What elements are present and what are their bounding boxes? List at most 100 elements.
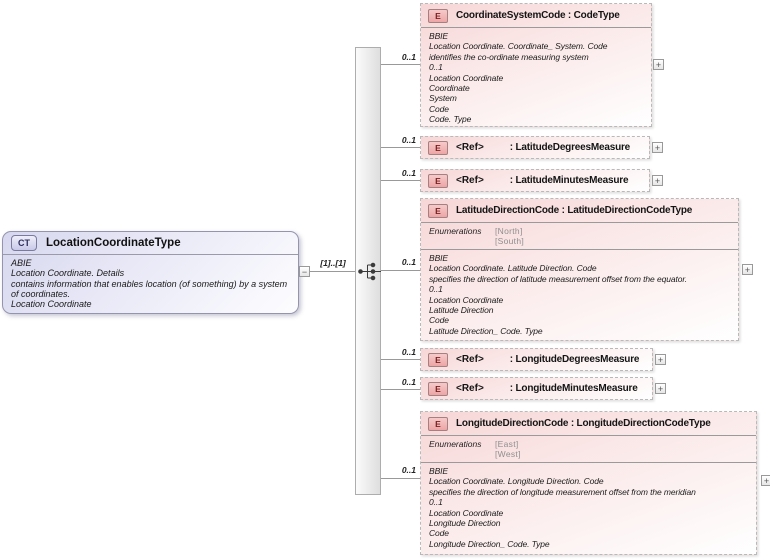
element-title: LongitudeDirectionCode : LongitudeDirect… xyxy=(456,418,711,429)
description-line: contains information that enables locati… xyxy=(11,278,288,299)
enumeration-value: [West] xyxy=(495,449,521,459)
description-line: 0..1 xyxy=(429,62,443,73)
enumerations-label: Enumerations xyxy=(429,439,482,449)
cardinality-label: 0..1 xyxy=(401,347,416,357)
element-box-longitudeminutesmeasure[interactable]: E <Ref> : LongitudeMinutesMeasure xyxy=(420,377,653,400)
expand-button[interactable]: + xyxy=(655,383,666,394)
element-title: CoordinateSystemCode : CodeType xyxy=(456,10,620,21)
description-line: Location Coordinate xyxy=(429,72,504,83)
element-description: BBIE Location Coordinate. Coordinate_ Sy… xyxy=(421,28,651,126)
description-line: BBIE xyxy=(429,253,448,263)
enumeration-value: [South] xyxy=(495,236,525,246)
complextype-description: ABIE Location Coordinate. Details contai… xyxy=(3,255,298,312)
wire xyxy=(310,271,355,272)
cardinality-label: 0..1 xyxy=(401,135,416,145)
description-line: specifies the direction of longitude mea… xyxy=(429,486,696,497)
enumeration-value: [North] xyxy=(495,226,523,236)
element-badge-icon: E xyxy=(428,352,448,367)
wire xyxy=(381,478,420,479)
description-line: Latitude Direction_ Code. Type xyxy=(429,325,543,336)
collapse-button[interactable]: − xyxy=(299,266,310,277)
element-badge-icon: E xyxy=(428,416,448,431)
element-title: : LongitudeDegreesMeasure xyxy=(509,354,640,365)
element-title-row: E LongitudeDirectionCode : LongitudeDire… xyxy=(421,412,756,436)
element-title-row: E <Ref> : LatitudeMinutesMeasure xyxy=(421,170,649,191)
description-line: Location Coordinate. Coordinate_ System.… xyxy=(429,41,608,52)
cardinality-label: 0..1 xyxy=(401,168,416,178)
element-title: : LatitudeMinutesMeasure xyxy=(509,175,629,186)
wire xyxy=(381,64,420,65)
cardinality-label: 0..1 xyxy=(401,465,416,475)
element-badge-icon: E xyxy=(428,140,448,155)
description-line: Coordinate xyxy=(429,83,470,94)
description-line: Location Coordinate. Details xyxy=(11,268,125,279)
complextype-title-row: CT LocationCoordinateType xyxy=(3,232,298,255)
complextype-box-locationcoordinatetype[interactable]: CT LocationCoordinateType ABIE Location … xyxy=(2,231,299,314)
description-line: Latitude Direction xyxy=(429,305,494,316)
element-badge-icon: E xyxy=(428,203,448,218)
element-title-row: E CoordinateSystemCode : CodeType xyxy=(421,4,651,28)
element-description: BBIE Location Coordinate. Longitude Dire… xyxy=(421,463,756,552)
expand-button[interactable]: + xyxy=(742,264,753,275)
wire xyxy=(381,389,420,390)
element-title: : LatitudeDegreesMeasure xyxy=(509,142,631,153)
cardinality-label: 0..1 xyxy=(401,52,416,62)
description-line: System xyxy=(429,93,457,104)
description-line: BBIE xyxy=(429,466,448,476)
element-ref-label: <Ref> xyxy=(456,142,484,153)
element-title-row: E <Ref> : LatitudeDegreesMeasure xyxy=(421,137,649,158)
expand-button[interactable]: + xyxy=(652,142,663,153)
cardinality-label: 0..1 xyxy=(401,257,416,267)
root-cardinality-label: [1]..[1] xyxy=(320,258,346,268)
expand-button[interactable]: + xyxy=(652,175,663,186)
description-line: ABIE xyxy=(11,258,32,268)
description-line: Longitude Direction_ Code. Type xyxy=(429,538,550,549)
expand-button[interactable]: + xyxy=(653,59,664,70)
wire xyxy=(381,359,420,360)
element-description: BBIE Location Coordinate. Latitude Direc… xyxy=(421,250,738,339)
complextype-badge-icon: CT xyxy=(11,235,37,251)
element-ref-label: <Ref> xyxy=(456,175,484,186)
description-line: identifies the co-ordinate measuring sys… xyxy=(429,51,589,62)
element-title-row: E LatitudeDirectionCode : LatitudeDirect… xyxy=(421,199,738,223)
element-badge-icon: E xyxy=(428,8,448,23)
element-badge-icon: E xyxy=(428,381,448,396)
enumerations-section: Enumerations [East] [West] xyxy=(421,436,756,463)
element-title: : LongitudeMinutesMeasure xyxy=(509,383,638,394)
description-line: Location Coordinate xyxy=(429,294,504,305)
description-line: Code. Type xyxy=(429,114,472,125)
sequence-icon xyxy=(358,262,381,281)
description-line: Location Coordinate xyxy=(11,299,92,310)
element-ref-label: <Ref> xyxy=(456,383,484,394)
description-line: BBIE xyxy=(429,31,448,41)
description-line: Location Coordinate. Longitude Direction… xyxy=(429,476,604,487)
element-box-latitudeminutesmeasure[interactable]: E <Ref> : LatitudeMinutesMeasure xyxy=(420,169,650,192)
expand-button[interactable]: + xyxy=(761,475,770,486)
cardinality-label: 0..1 xyxy=(401,377,416,387)
description-line: Location Coordinate. Latitude Direction.… xyxy=(429,263,597,274)
element-box-longitudedegreesmeasure[interactable]: E <Ref> : LongitudeDegreesMeasure xyxy=(420,348,653,371)
description-line: Code xyxy=(429,528,449,539)
element-box-longitudedirectioncode[interactable]: E LongitudeDirectionCode : LongitudeDire… xyxy=(420,411,757,555)
wire xyxy=(381,180,420,181)
description-line: 0..1 xyxy=(429,284,443,295)
enumeration-values: [North] [South] xyxy=(495,226,524,246)
description-line: Location Coordinate xyxy=(429,507,504,518)
wire xyxy=(381,147,420,148)
element-box-latitudedirectioncode[interactable]: E LatitudeDirectionCode : LatitudeDirect… xyxy=(420,198,739,341)
element-title-row: E <Ref> : LongitudeMinutesMeasure xyxy=(421,378,652,399)
element-box-latitudedegreesmeasure[interactable]: E <Ref> : LatitudeDegreesMeasure xyxy=(420,136,650,159)
element-title-row: E <Ref> : LongitudeDegreesMeasure xyxy=(421,349,652,370)
description-line: Code xyxy=(429,103,449,114)
description-line: Longitude Direction xyxy=(429,518,501,529)
enumeration-values: [East] [West] xyxy=(495,439,521,459)
enumerations-label: Enumerations xyxy=(429,226,482,236)
expand-button[interactable]: + xyxy=(655,354,666,365)
description-line: Code xyxy=(429,315,449,326)
element-title: LatitudeDirectionCode : LatitudeDirectio… xyxy=(456,205,693,216)
element-box-coordinatesystemcode[interactable]: E CoordinateSystemCode : CodeType BBIE L… xyxy=(420,3,652,127)
element-ref-label: <Ref> xyxy=(456,354,484,365)
element-badge-icon: E xyxy=(428,173,448,188)
description-line: 0..1 xyxy=(429,497,443,508)
